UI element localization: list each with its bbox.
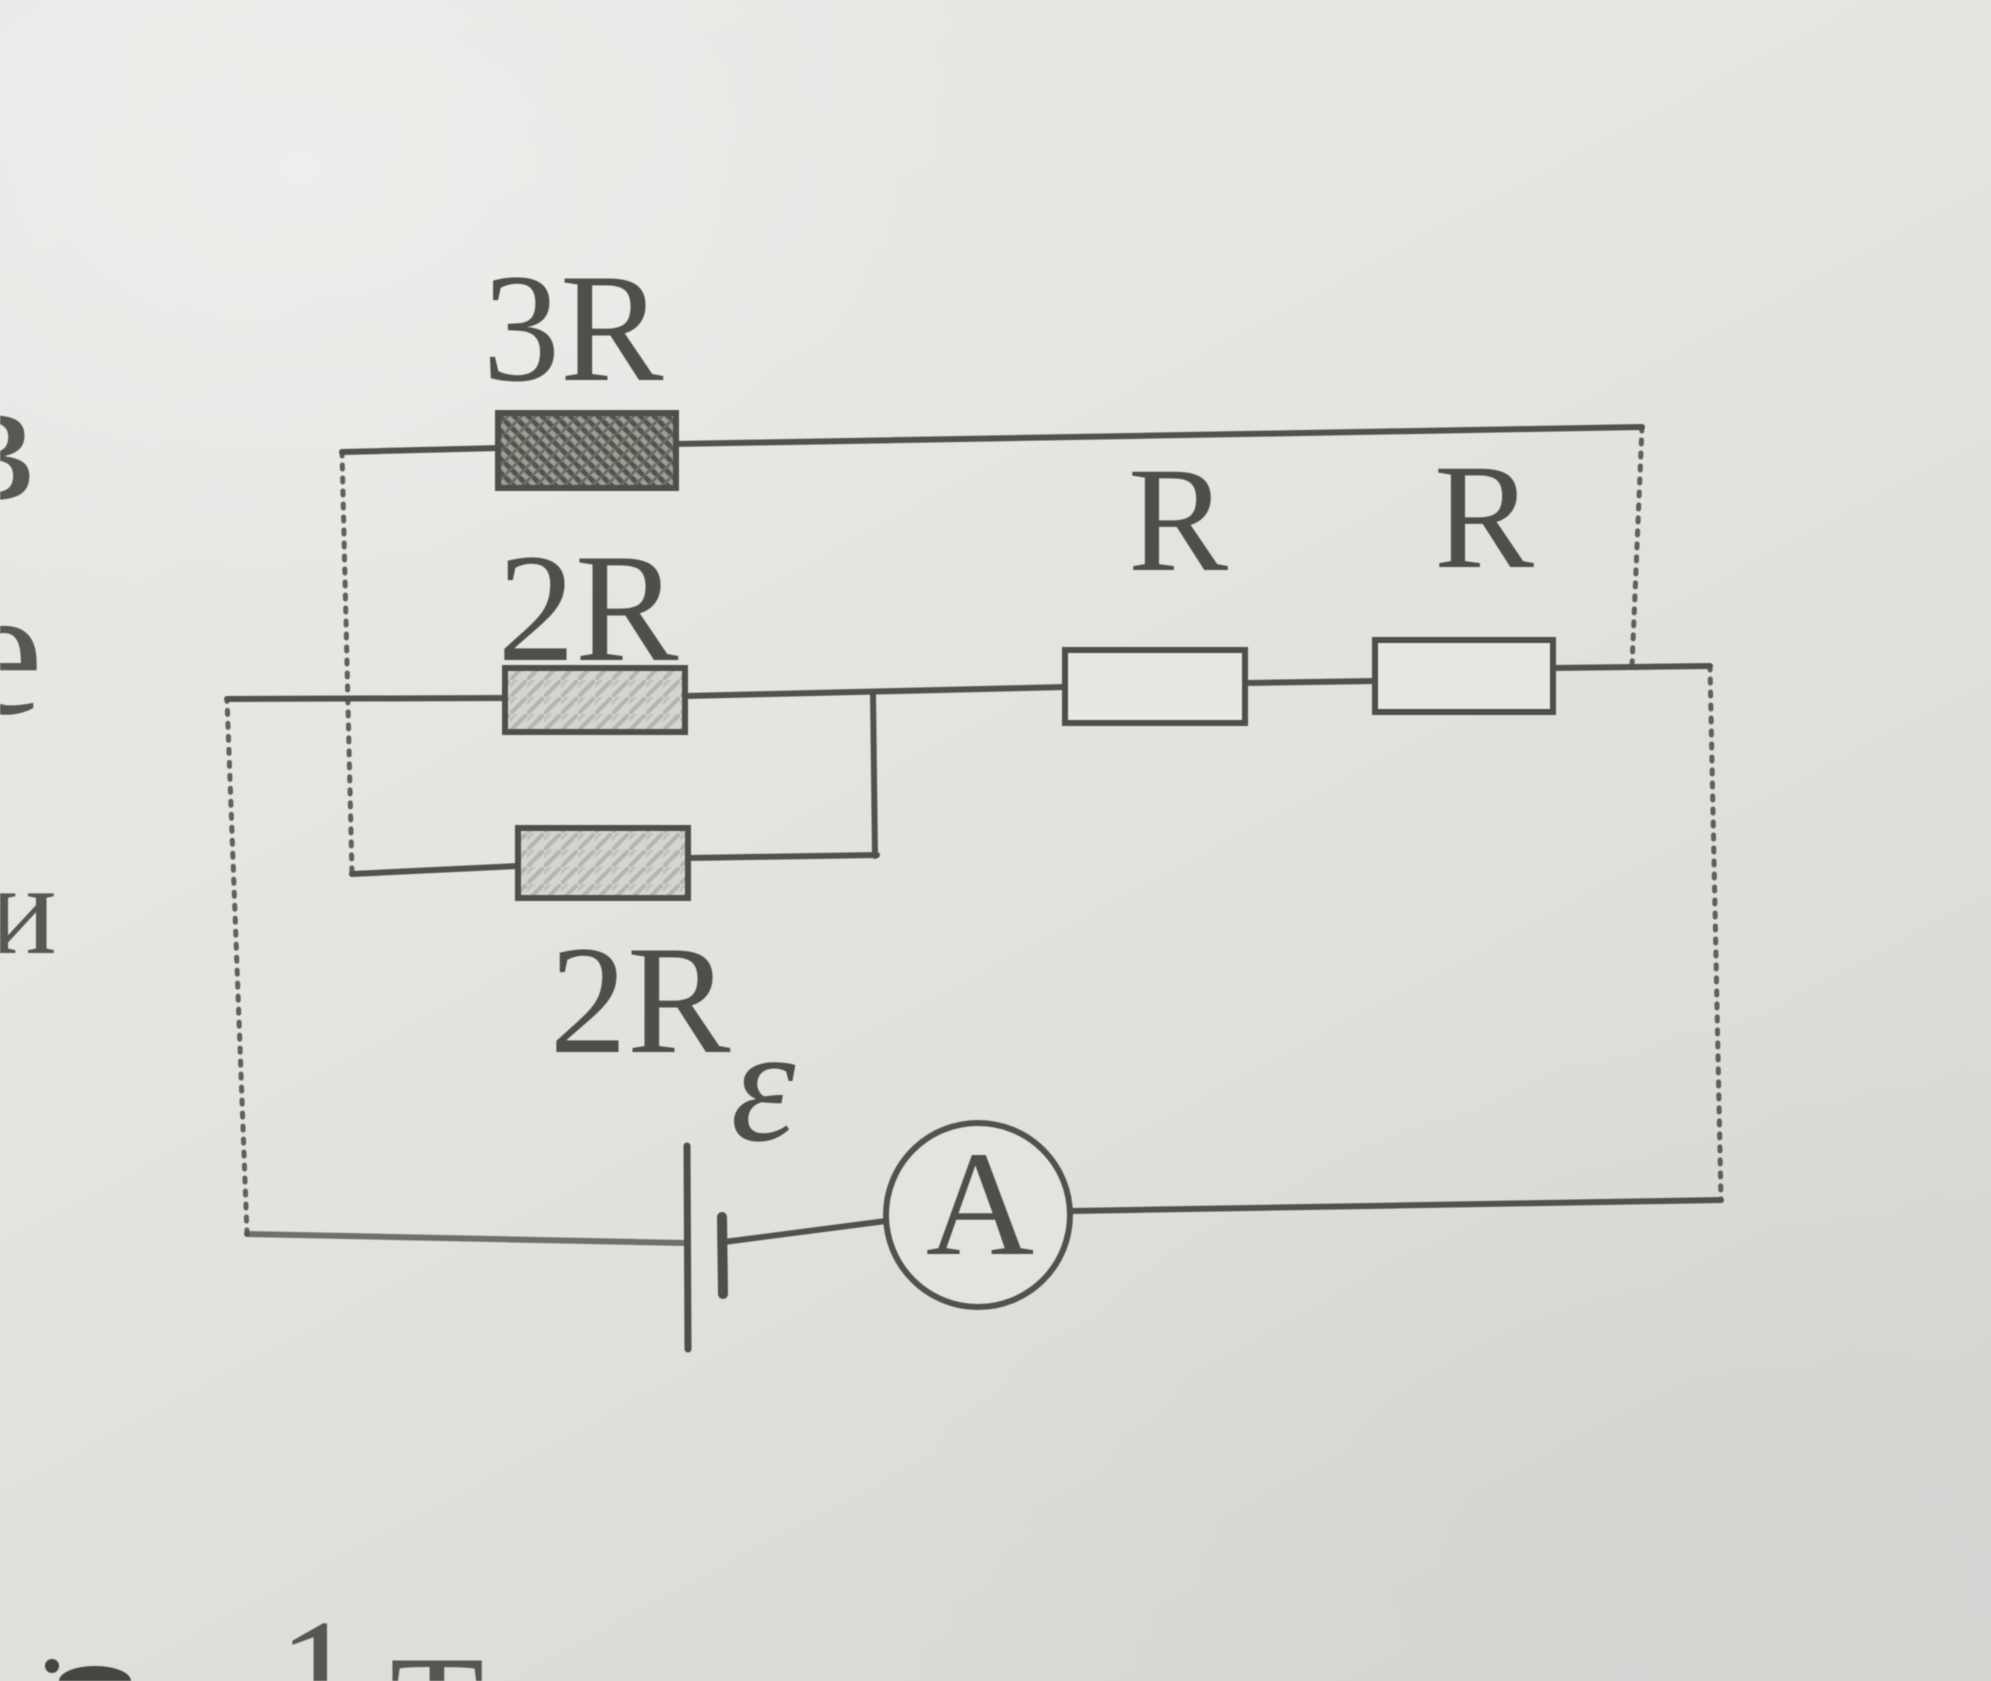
resistor-r-left-body bbox=[1062, 647, 1248, 726]
margin-fragment-left-top: в bbox=[0, 336, 36, 541]
resistor-r-left-label: R bbox=[1128, 437, 1228, 603]
cut-text-speck bbox=[45, 1659, 59, 1673]
margin-fragment-bottom-one: 1 bbox=[278, 1586, 358, 1681]
wire-middle-right bbox=[1550, 663, 1713, 671]
wire-left-branch-vertical bbox=[339, 449, 355, 877]
resistor-2r-lower-label: 2R bbox=[550, 914, 732, 1086]
wire-right-upper-vertical bbox=[1629, 424, 1645, 669]
wire-bottom-right bbox=[1068, 1197, 1724, 1214]
resistor-3r-body bbox=[495, 410, 679, 491]
battery-long-plate bbox=[683, 1142, 692, 1353]
wire-lower-right bbox=[685, 852, 880, 861]
resistor-r-right-body bbox=[1372, 637, 1556, 715]
wire-left-vertical bbox=[224, 696, 250, 1237]
margin-text-fragments: в е и 1 Т bbox=[0, 336, 484, 1681]
resistor-3r-label: 3R bbox=[483, 242, 665, 414]
emf-label: ε bbox=[730, 993, 795, 1176]
margin-fragment-left-bottom: и bbox=[0, 838, 57, 982]
wire-lower-riser bbox=[870, 690, 878, 859]
wire-top-right bbox=[672, 424, 1645, 447]
margin-fragment-bottom-te: Т bbox=[390, 1624, 485, 1681]
wire-lower-left bbox=[349, 863, 521, 877]
resistor-2r-middle-body bbox=[502, 665, 688, 735]
wire-right-lower-vertical bbox=[1707, 663, 1724, 1203]
resistor-r-right-label: R bbox=[1434, 434, 1534, 600]
battery bbox=[683, 1142, 728, 1353]
cut-text-blob bbox=[59, 1666, 131, 1681]
resistor-2r-lower-body bbox=[515, 825, 691, 901]
wires bbox=[224, 424, 1724, 1246]
wire-middle-left bbox=[224, 695, 508, 702]
ammeter-label: A bbox=[926, 1121, 1034, 1287]
ammeter-body bbox=[883, 1120, 1073, 1310]
wire-bottom-left bbox=[244, 1231, 688, 1246]
wire-top-left bbox=[339, 445, 503, 455]
wire-ammeter-to-battery bbox=[721, 1218, 889, 1245]
resistor-2r-middle-label: 2R bbox=[498, 522, 680, 694]
battery-short-plate bbox=[717, 1212, 728, 1299]
margin-fragment-left-middle: е bbox=[0, 549, 43, 754]
wire-between-r-resistors bbox=[1242, 678, 1378, 686]
